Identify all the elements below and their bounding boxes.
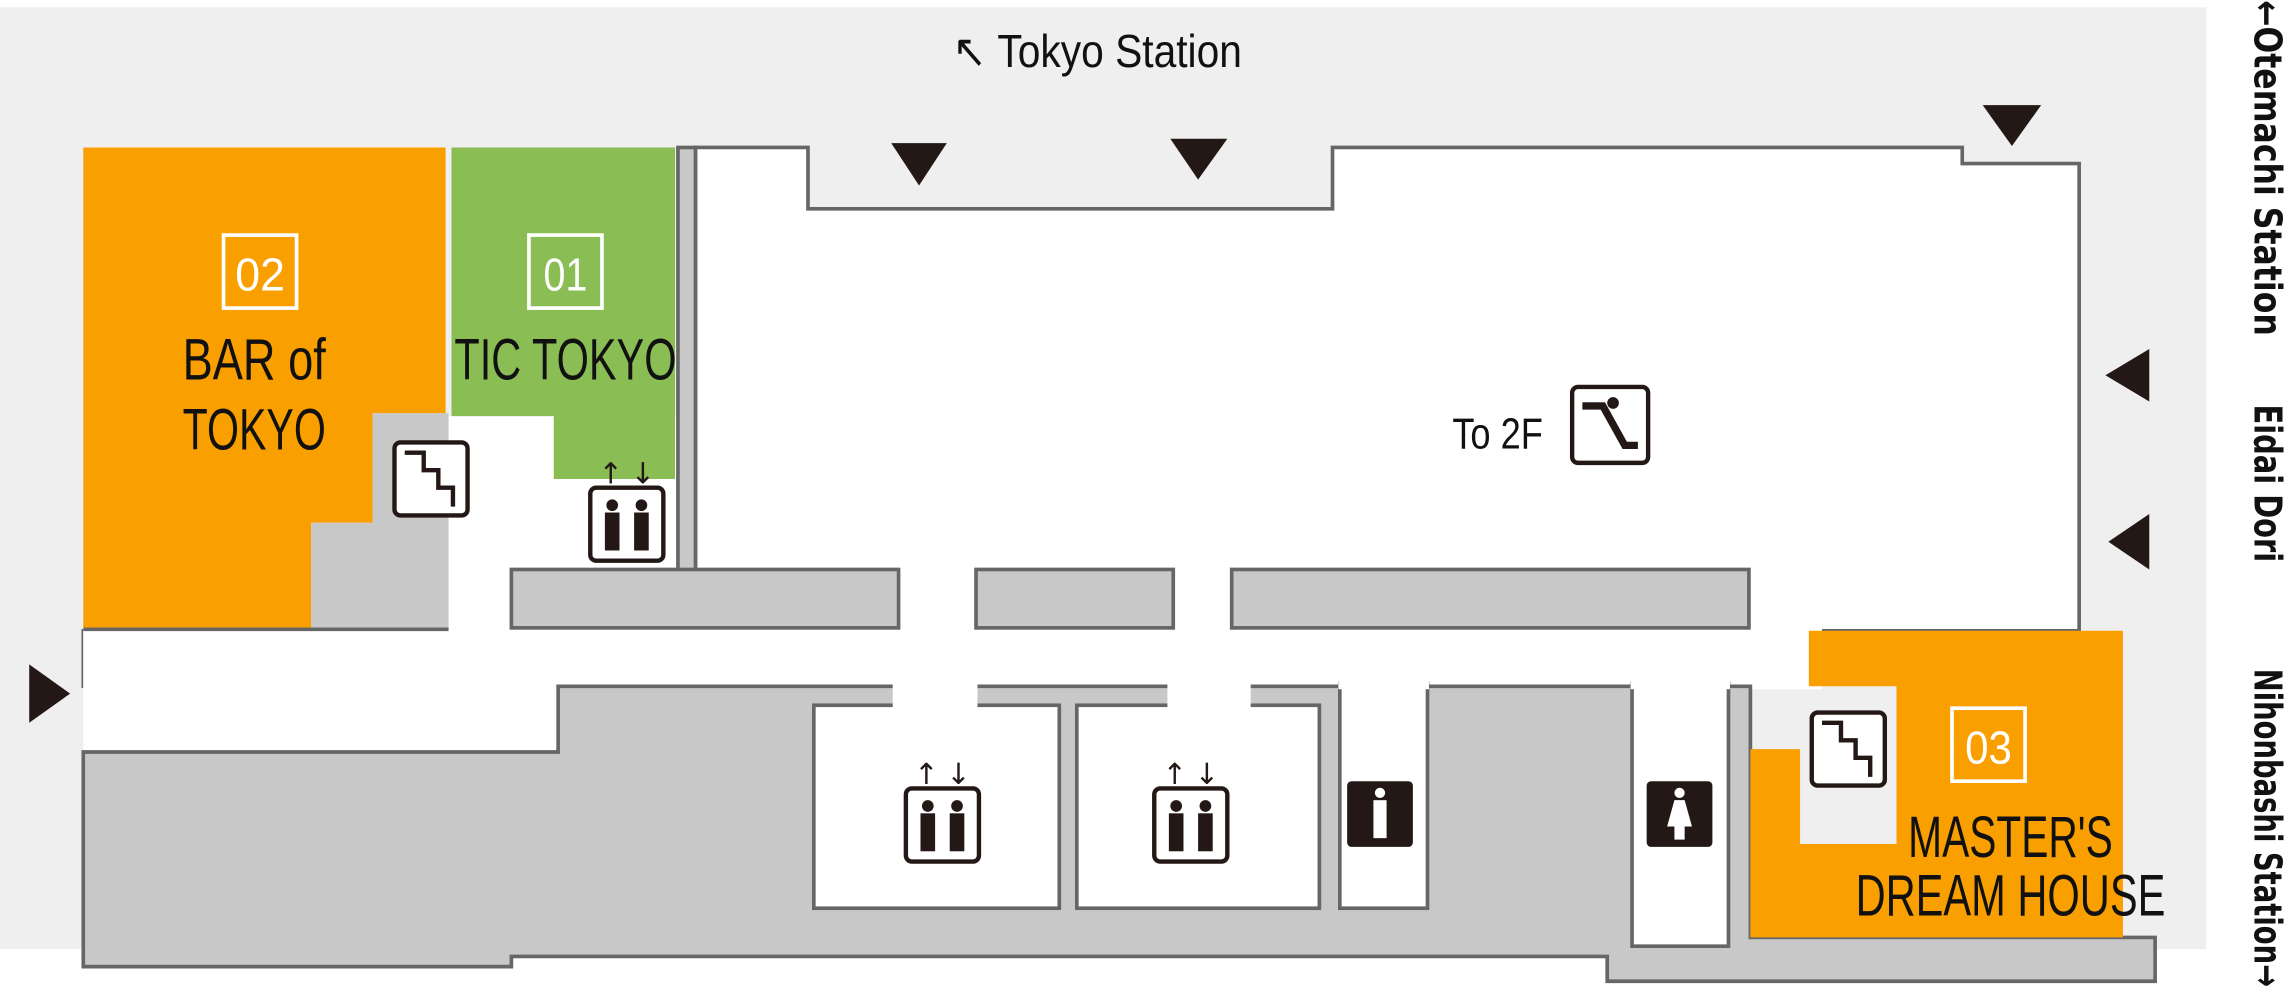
shop-02-number: 02 — [235, 249, 285, 301]
walkway-left[interactable] — [83, 627, 560, 754]
svg-text:↓: ↓ — [946, 757, 970, 791]
womens-restroom-icon — [1646, 781, 1713, 847]
entrance-arrow-icon — [1982, 105, 2042, 147]
otemachi-station-direction: ←Otemachi Station — [2245, 0, 2289, 336]
shop-01-number-box — [527, 233, 604, 310]
entrance-arrow-icon — [1170, 138, 1228, 180]
elevator-icon: ↑ ↓ — [588, 456, 666, 563]
tokyo-station-direction: ↖ Tokyo Station — [953, 25, 1242, 77]
shop-03-name-line1: MASTER'S — [1908, 805, 2113, 870]
mens-restroom-icon — [1347, 781, 1413, 847]
svg-text:↓: ↓ — [631, 456, 655, 490]
shop-02-number-box — [221, 233, 299, 310]
restroom-entry — [1338, 680, 1429, 690]
wall-block — [509, 567, 901, 630]
entrance-arrow-icon — [891, 143, 947, 186]
shop-03-number-box — [1950, 706, 2027, 784]
entrance-arrow-icon — [29, 664, 71, 723]
escalator-icon — [1569, 384, 1651, 466]
elevator-icon: ↑ ↓ — [903, 757, 982, 864]
shop-01-number: 01 — [544, 249, 588, 301]
shop-03-area[interactable] — [1750, 630, 2123, 938]
elevator-hall-2-entry — [1167, 683, 1251, 709]
eidai-dori-label: Eidai Dori — [2245, 404, 2289, 562]
wall-block — [974, 567, 1176, 630]
svg-text:↑: ↑ — [598, 456, 622, 490]
svg-text:↑: ↑ — [1162, 757, 1186, 791]
entrance-arrow-icon — [2105, 348, 2150, 402]
stairs-icon — [1809, 710, 1888, 788]
shop-03-name-line2: DREAM HOUSE — [1856, 864, 2166, 929]
svg-text:↓: ↓ — [1195, 757, 1219, 791]
shop-01-name: TIC TOKYO — [454, 328, 676, 393]
wall-block — [1229, 567, 1751, 630]
stairs-icon — [392, 440, 470, 518]
shop-01-area[interactable] — [451, 147, 676, 479]
entrance-arrow-icon — [2108, 513, 2150, 570]
shop-02-area[interactable] — [83, 147, 446, 628]
svg-text:↑: ↑ — [914, 757, 938, 791]
pillar-wall — [676, 145, 698, 588]
shop-02-name-line1: BAR of — [183, 328, 327, 393]
elevator-icon: ↑ ↓ — [1152, 757, 1230, 864]
escalator-label: To 2F — [1452, 409, 1543, 458]
elevator-hall-1-entry — [892, 683, 978, 709]
nihonbashi-station-direction: Nihonbashi Station→ — [2245, 669, 2289, 987]
shop-03-number: 03 — [1965, 722, 2012, 774]
shop-02-name-line2: TOKYO — [183, 398, 326, 463]
restroom-entry — [1630, 680, 1730, 690]
